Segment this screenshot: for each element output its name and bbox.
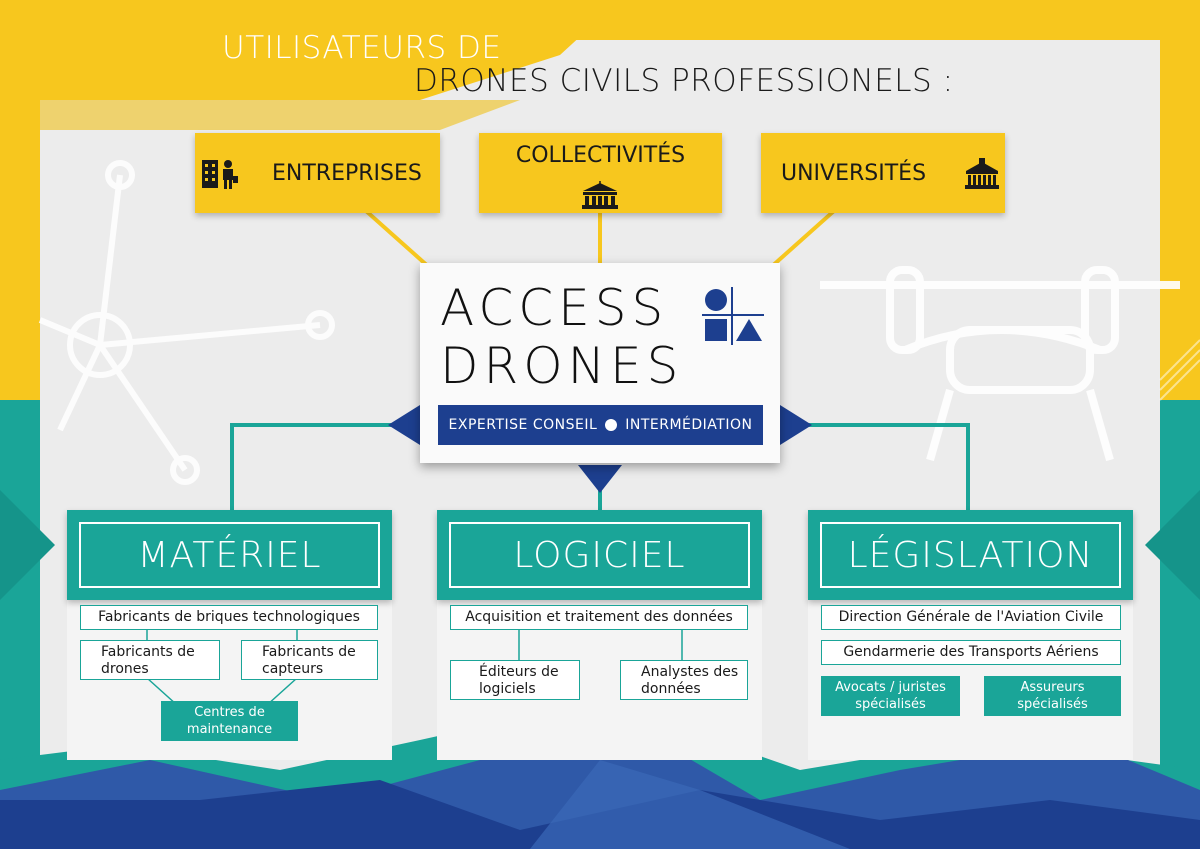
user-group-universites: UNIVERSITÉS — [761, 133, 1005, 213]
materiel-right-box: Fabricants de capteurs — [241, 640, 378, 680]
logiciel-right-box: Analystes des données — [620, 660, 748, 700]
user-group-collectivites: COLLECTIVITÉS — [479, 133, 722, 213]
user-group-label: COLLECTIVITÉS — [515, 143, 686, 168]
access-drones-card: ACCESS DRONES EXPERTISE CONSEIL INTERMÉD… — [420, 263, 780, 463]
user-group-label: UNIVERSITÉS — [781, 161, 927, 186]
materiel-title: MATÉRIEL — [79, 522, 380, 588]
logiciel-connectors — [518, 630, 683, 660]
legislation-right-box: Assureurs spécialisés — [984, 676, 1121, 716]
town-hall-icon — [581, 181, 619, 215]
legislation-item-2: Gendarmerie des Transports Aériens — [821, 640, 1121, 665]
business-person-icon — [201, 158, 239, 196]
logiciel-header: LOGICIEL — [437, 510, 762, 600]
title-line-1: UTILISATEURS DE — [222, 30, 502, 66]
materiel-left-box: Fabricants de drones — [80, 640, 220, 680]
shapes-logo-icon — [702, 287, 764, 349]
tagline-left: EXPERTISE CONSEIL — [448, 417, 598, 433]
logiciel-title: LOGICIEL — [449, 522, 750, 588]
brand-line-1: ACCESS — [440, 279, 669, 337]
user-group-entreprises: ENTREPRISES — [195, 133, 440, 213]
bullet-dot-icon — [605, 419, 618, 431]
brand-line-2: DRONES — [440, 337, 684, 395]
materiel-top-box: Fabricants de briques technologiques — [80, 605, 378, 630]
legislation-title: LÉGISLATION — [820, 522, 1121, 588]
university-icon — [964, 158, 1000, 196]
title-line-2: DRONES CIVILS PROFESSIONELS : — [414, 63, 954, 99]
logiciel-top-box: Acquisition et traitement des données — [450, 605, 748, 630]
materiel-bottom-box: Centres de maintenance — [161, 701, 298, 741]
legislation-item-1: Direction Générale de l'Aviation Civile — [821, 605, 1121, 630]
legislation-header: LÉGISLATION — [808, 510, 1133, 600]
logiciel-left-box: Éditeurs de logiciels — [450, 660, 580, 700]
materiel-header: MATÉRIEL — [67, 510, 392, 600]
tagline-right: INTERMÉDIATION — [625, 417, 753, 433]
tagline-bar: EXPERTISE CONSEIL INTERMÉDIATION — [438, 405, 763, 445]
user-group-label: ENTREPRISES — [272, 161, 422, 186]
legislation-left-box: Avocats / juristes spécialisés — [821, 676, 960, 716]
